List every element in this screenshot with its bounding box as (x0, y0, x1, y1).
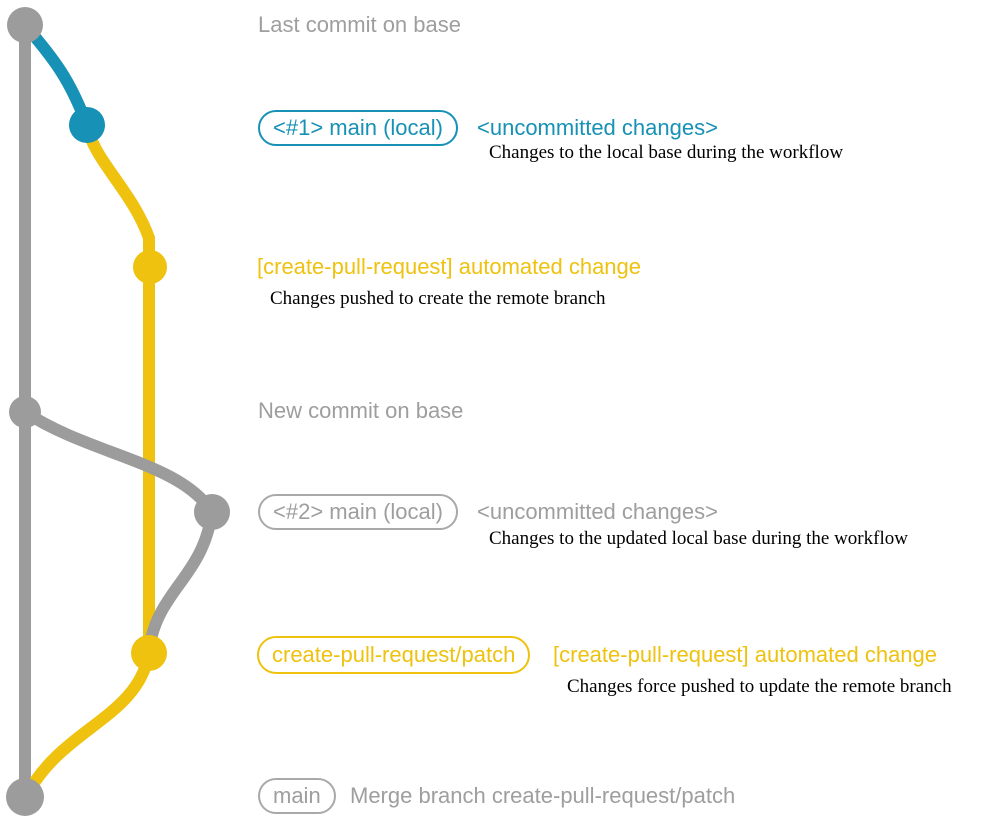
push-caption-1: Changes pushed to create the remote bran… (270, 288, 606, 309)
automated-change-annotation-1: [create-pull-request] automated change (257, 254, 642, 279)
force-push-merge-line (143, 506, 218, 656)
commit-node-new-commit-on-base (9, 396, 41, 428)
branch-pill-main: main (258, 778, 336, 814)
branch-pill-create-pull-request-patch: create-pull-request/patch (257, 636, 531, 674)
patch-branch-line (81, 119, 155, 659)
git-graph (6, 7, 230, 816)
commit-node-automated-change-1 (133, 250, 167, 284)
local-changes-caption-2: Changes to the updated local base during… (489, 528, 908, 549)
merge-commit-label: Merge branch create-pull-request/patch (350, 783, 736, 808)
uncommitted-changes-annotation-2: <uncommitted changes> (477, 499, 718, 524)
commit-node-uncommitted-changes-1 (69, 107, 105, 143)
branch-pill-main-local-2: <#2> main (local) (258, 494, 458, 530)
new-commit-on-base-label: New commit on base (258, 398, 464, 423)
local-changes-caption-1: Changes to the local base during the wor… (489, 142, 844, 163)
branch-pill-main-local-1: <#1> main (local) (258, 110, 458, 146)
automated-change-annotation-2: [create-pull-request] automated change (553, 642, 938, 667)
local-change-branch-line-2 (19, 406, 218, 518)
merge-branch-line (21, 647, 155, 801)
push-caption-2: Changes force pushed to update the remot… (567, 676, 952, 697)
last-commit-on-base-label: Last commit on base (258, 12, 461, 37)
commit-node-merge-commit (6, 778, 44, 816)
commit-node-last-commit-on-base (7, 7, 43, 43)
uncommitted-changes-annotation-1: <uncommitted changes> (477, 115, 718, 140)
